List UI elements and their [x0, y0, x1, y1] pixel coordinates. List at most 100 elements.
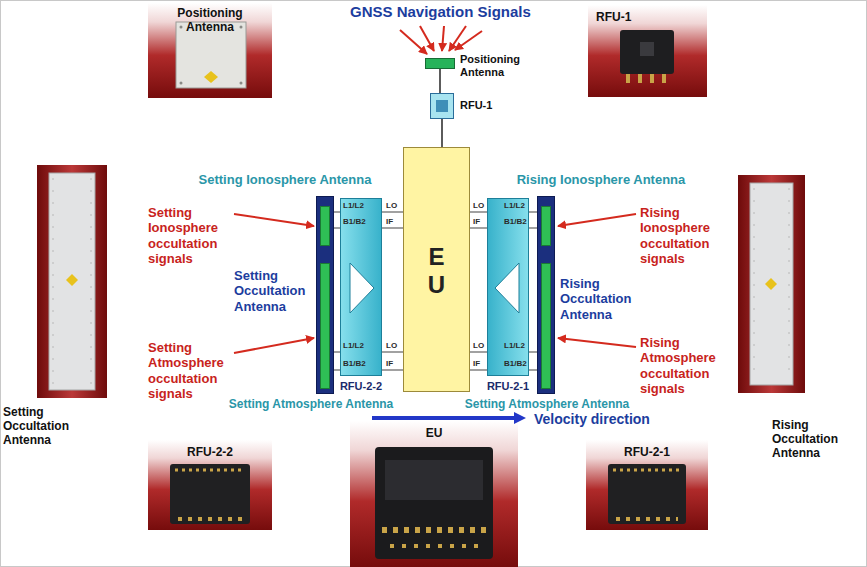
- connector-row: [616, 517, 678, 521]
- node-text: Positioning Antenna: [158, 6, 262, 34]
- signal-arrow: [234, 214, 314, 226]
- node-text: Setting Atmosphere Antenna: [447, 397, 647, 411]
- node-text: RFU-2-2: [148, 445, 272, 459]
- direction-label: Velocity direction: [534, 411, 694, 428]
- rfu-photo: [608, 464, 686, 524]
- node-text: RFU-2-2: [331, 380, 391, 393]
- photo-frame: Positioning Antenna: [148, 3, 272, 98]
- text-slot: Rising Ionosphere Antenna: [501, 172, 701, 187]
- wire: [470, 351, 487, 353]
- atmosphere-antenna: Setting Atmosphere Antenna: [541, 263, 551, 389]
- text-slot: LO: [386, 201, 397, 211]
- panel-rivets: [789, 188, 790, 380]
- text-slot: Setting Atmosphere occultation signals: [148, 340, 236, 401]
- photo-frame-ground: [586, 440, 708, 530]
- node-text: Setting Occultation Antenna: [234, 268, 314, 314]
- connector-pin: [650, 74, 654, 83]
- photo-frame-ground: [148, 440, 272, 530]
- eu-photo: [375, 447, 493, 559]
- signal-note: Setting Atmosphere occultation signals: [148, 340, 236, 401]
- screw-dot: [240, 26, 243, 29]
- text-slot: Rising Ionosphere occultation signals: [640, 205, 732, 266]
- signal-arrow: [558, 214, 636, 226]
- signal-name: IF: [386, 359, 393, 369]
- node-text: RFU-2-1: [478, 380, 538, 393]
- signal-note: Rising Ionosphere occultation signals: [640, 205, 732, 266]
- feed-mark: [66, 274, 78, 286]
- atmosphere-antenna: Setting Atmosphere Antenna: [320, 263, 330, 389]
- antenna-box: Positioning Antenna: [425, 58, 455, 69]
- text-slot: Rising Occultation Antenna: [560, 276, 644, 322]
- antenna-panel-photo: [750, 183, 793, 385]
- node-text: Setting Occultation Antenna: [3, 405, 83, 447]
- amplifier-symbol: [341, 199, 381, 375]
- text-slot: RFU-1: [460, 99, 510, 112]
- screw-dot: [180, 82, 183, 85]
- node-text: RFU-2-1: [586, 445, 708, 459]
- signal-arrow: [455, 31, 482, 50]
- velocity-arrow: [372, 416, 516, 420]
- panel-rivets: [754, 188, 755, 380]
- heading-label: GNSS Navigation Signals: [350, 3, 550, 21]
- rfu-symbol: [431, 94, 453, 118]
- rf-unit-box: RFU-2-2: [340, 198, 382, 376]
- electronics-unit: E U: [403, 147, 470, 392]
- photo-frame-ground: [37, 165, 107, 398]
- screw-dot: [180, 26, 183, 29]
- text-slot: Positioning Antenna: [460, 53, 534, 79]
- text-slot: RFU-2-2: [331, 380, 391, 393]
- photo-frame: RFU-2-2: [148, 440, 272, 530]
- text-slot: EU: [350, 426, 518, 440]
- wire: [382, 227, 403, 229]
- text-slot: Setting Atmosphere Antenna: [447, 397, 647, 411]
- text-slot: E U: [424, 243, 449, 298]
- node-text: RFU-1: [460, 99, 510, 112]
- text-slot: RFU-2-1: [586, 445, 708, 459]
- photo-frame: RFU-2-1: [586, 440, 708, 530]
- signal-arrow: [420, 26, 434, 51]
- panel-rivets: [91, 178, 92, 385]
- text-slot: LO: [386, 341, 397, 351]
- text-slot: Setting Occultation Antenna: [234, 268, 314, 314]
- text-slot: Setting Occultation Antenna: [3, 405, 83, 447]
- text-slot: RFU-2-2: [148, 445, 272, 459]
- text-slot: Velocity direction: [534, 411, 694, 428]
- text-slot: Setting Atmosphere Antenna: [211, 397, 411, 411]
- connector-row: [613, 469, 681, 472]
- screw-dot: [240, 82, 243, 85]
- signal-arrow: [400, 30, 427, 54]
- wire: [439, 69, 441, 93]
- photo-frame-ground: [738, 175, 805, 393]
- occultation-antenna-bar: Setting Ionosphere AntennaSetting Atmosp…: [316, 196, 334, 394]
- signal-name: IF: [473, 217, 480, 227]
- signal-arrow: [442, 26, 444, 51]
- signal-arrow: [558, 338, 636, 347]
- text-slot: IF: [386, 217, 393, 227]
- node-text: RFU-1: [596, 10, 666, 24]
- panel-rivets: [53, 178, 54, 385]
- wire: [382, 351, 403, 353]
- signal-name: LO: [386, 341, 397, 351]
- ionosphere-antenna: Setting Ionosphere Antenna: [320, 206, 330, 246]
- rfu-detail: [640, 42, 654, 56]
- occultation-antenna-bar: Rising Ionosphere AntennaSetting Atmosph…: [537, 196, 555, 394]
- photo-frame-ground: [588, 5, 707, 97]
- connector-pin: [662, 74, 666, 83]
- connector-row: [175, 469, 245, 472]
- connector-row: [178, 517, 242, 521]
- wire: [470, 227, 487, 229]
- connector-pin: [626, 74, 630, 83]
- wire: [470, 211, 487, 213]
- antenna-panel-photo: [49, 173, 95, 390]
- ionosphere-antenna: Rising Ionosphere Antenna: [541, 206, 551, 246]
- text-slot: Positioning Antenna: [158, 6, 262, 34]
- node-text: Setting Ionosphere Antenna: [185, 172, 385, 187]
- signal-name: IF: [473, 359, 480, 369]
- node-text: E U: [424, 243, 449, 298]
- signal-name: LO: [473, 341, 484, 351]
- node-text: Rising Occultation Antenna: [772, 418, 856, 460]
- text-slot: Rising Occultation Antenna: [772, 418, 856, 460]
